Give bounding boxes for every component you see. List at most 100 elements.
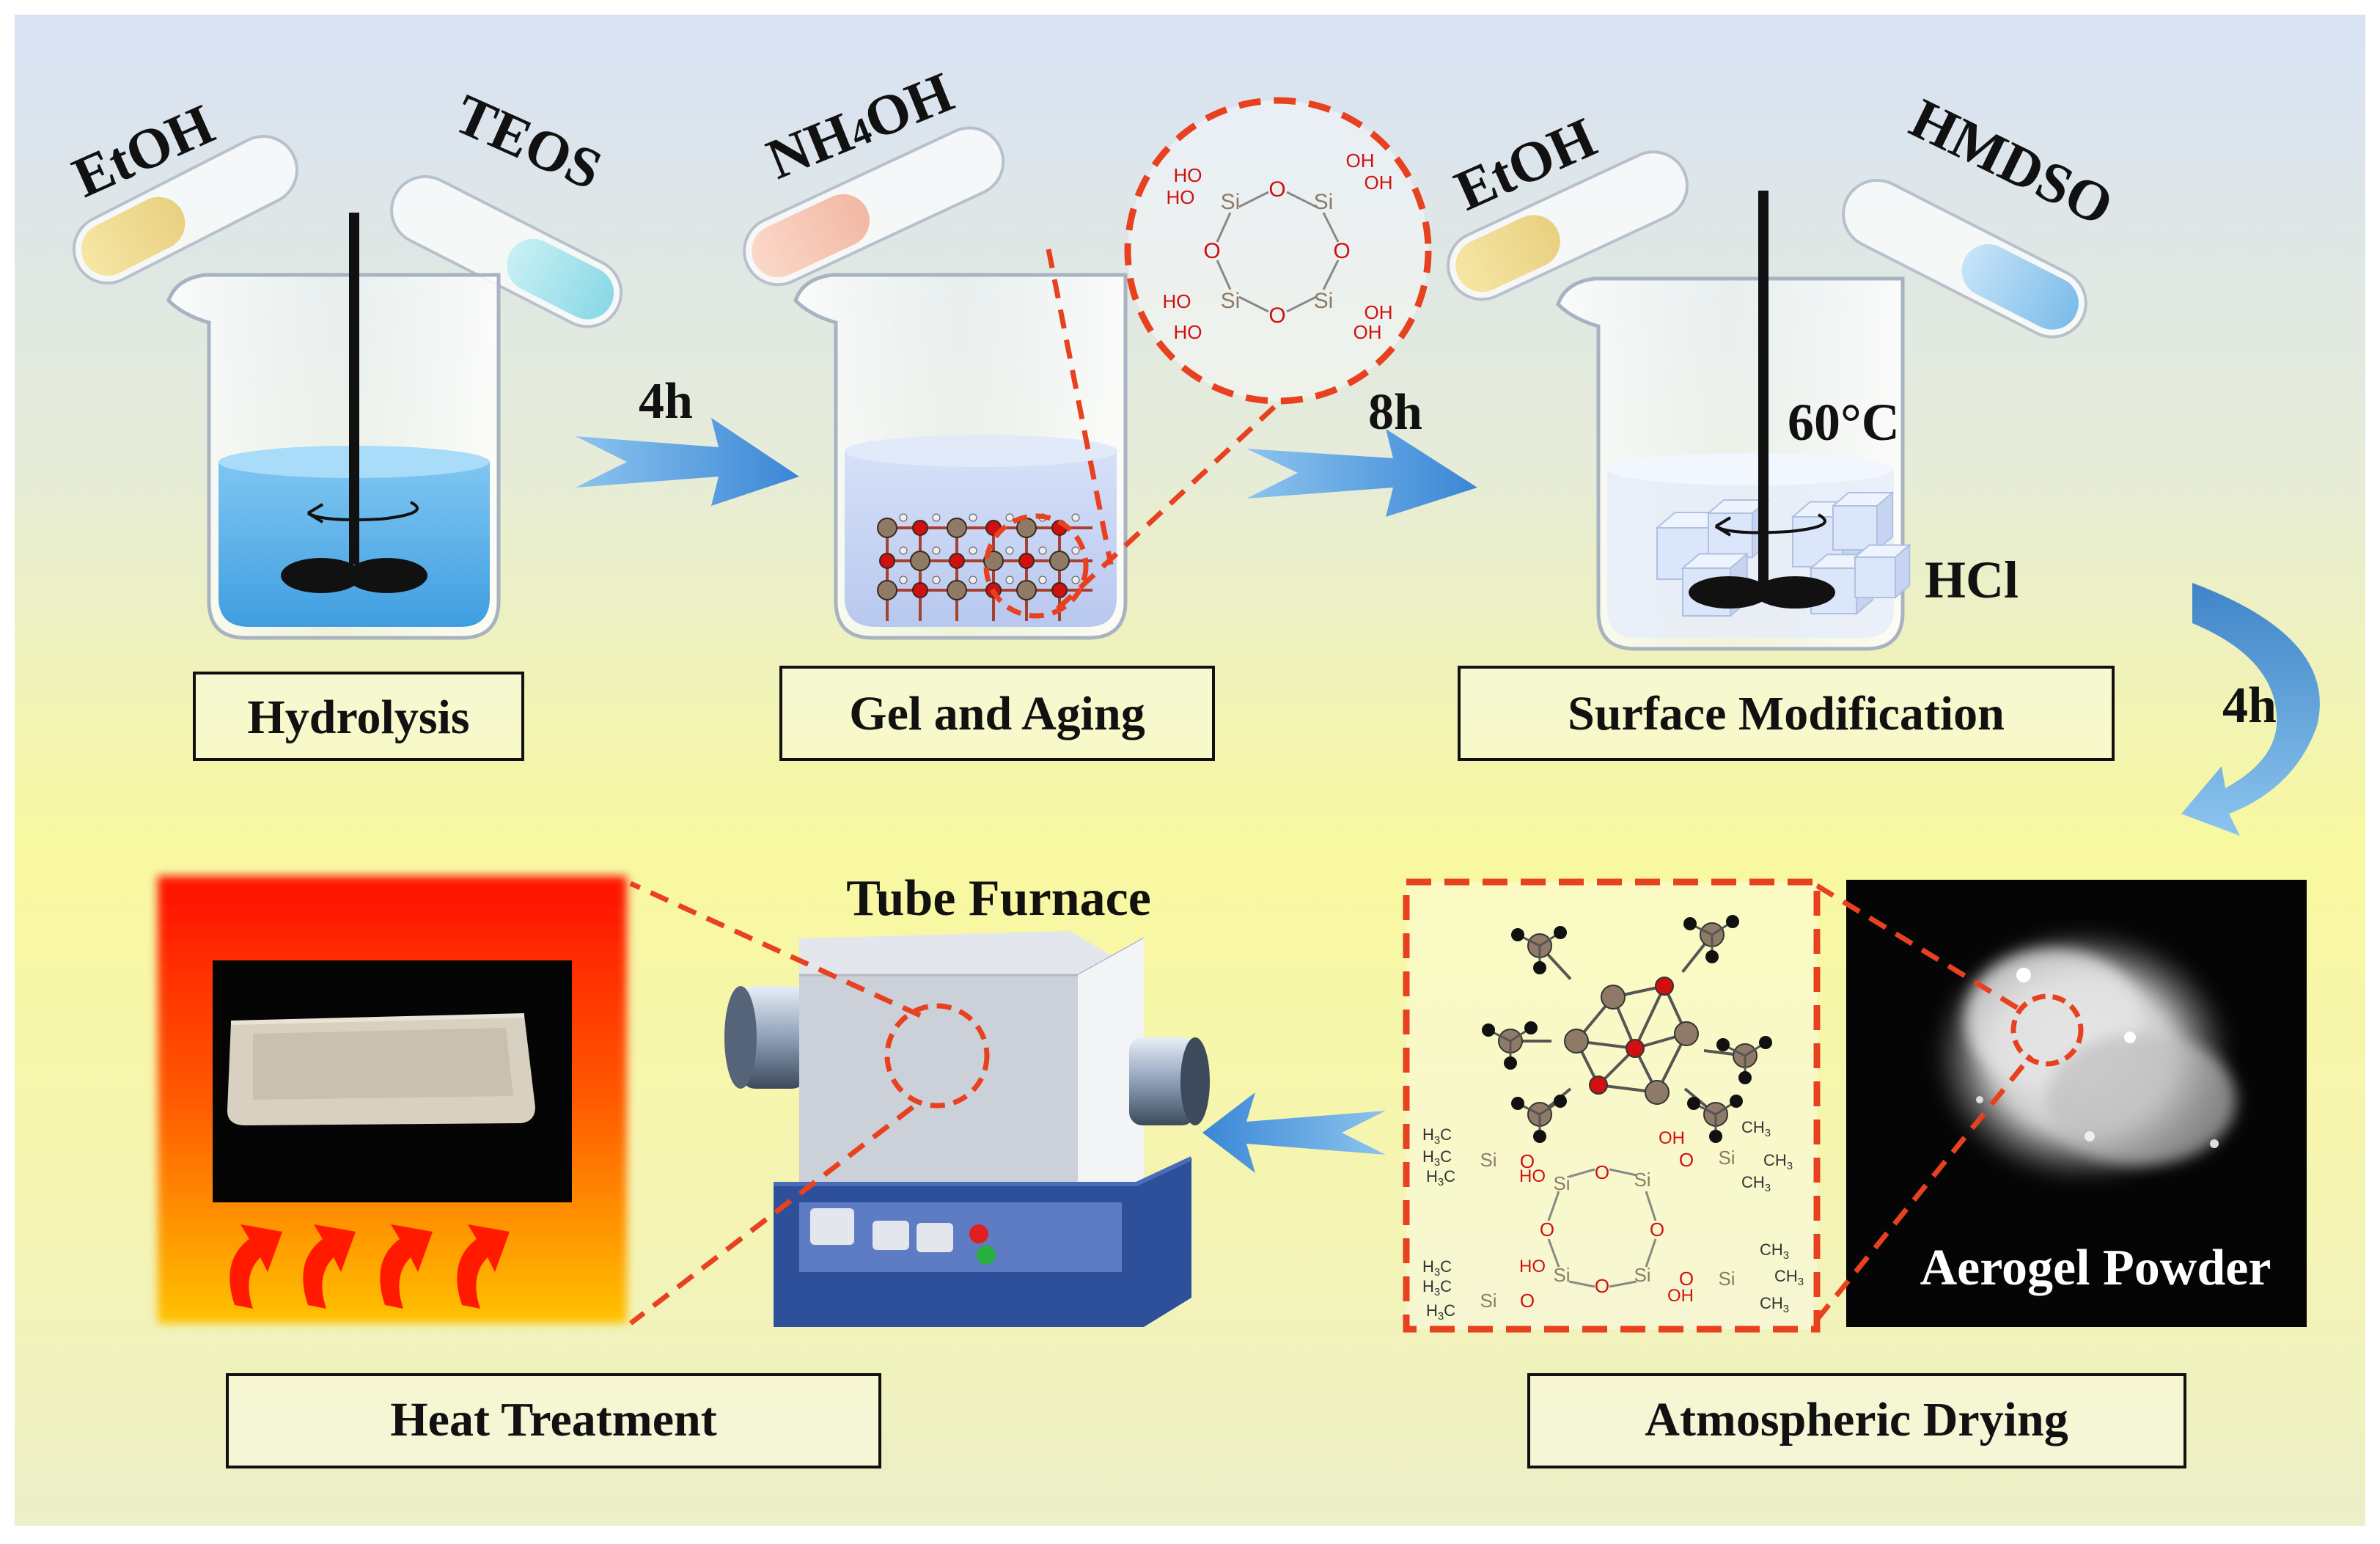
si-atom-label: Si xyxy=(1634,1264,1650,1286)
si-atom-label: Si xyxy=(1553,1172,1570,1194)
c-ball xyxy=(1726,915,1739,928)
surface-label: Surface Modification xyxy=(1568,687,2005,740)
o-atom-label: O xyxy=(1203,239,1220,263)
o-atom-label: O xyxy=(1268,177,1285,202)
network-atom xyxy=(877,580,897,600)
oh-label: OH xyxy=(1346,150,1375,172)
c-ball xyxy=(1687,1097,1700,1110)
hydrolysis-label: Hydrolysis xyxy=(247,691,469,744)
drying-zoom-line-top xyxy=(1815,883,2025,1014)
gel-label: Gel and Aging xyxy=(849,687,1145,740)
methyl-label: H3C xyxy=(1422,1277,1452,1298)
methyl-label: CH3 xyxy=(1774,1267,1804,1288)
ho-label: HO xyxy=(1519,1166,1546,1186)
modified-structure-box xyxy=(1403,878,1821,1333)
ceramic-crucible xyxy=(227,1013,535,1125)
c-ball xyxy=(1511,1097,1524,1110)
drying-label-box xyxy=(1527,1373,2186,1468)
methyl-label: CH3 xyxy=(1741,1173,1771,1194)
hydrolysis-label-box xyxy=(193,672,524,761)
etoh-test-tube-1 xyxy=(72,135,298,285)
ho-label: HO xyxy=(1174,321,1202,343)
atom-ball xyxy=(1589,1076,1608,1095)
network-atom xyxy=(1051,582,1068,598)
furnace-zoom-line-top xyxy=(629,881,922,1018)
c-ball xyxy=(1716,1038,1730,1051)
c-ball xyxy=(1683,917,1697,930)
methyl-label: H3C xyxy=(1426,1301,1455,1323)
o-atom-label: O xyxy=(1333,239,1350,263)
si-atom-label: Si xyxy=(1553,1264,1570,1286)
o-atom-label: O xyxy=(1650,1218,1664,1240)
c-ball xyxy=(1504,1056,1517,1070)
heat-label: Heat Treatment xyxy=(390,1393,716,1446)
oh-label: OH xyxy=(1365,172,1393,194)
oh-label: OH xyxy=(1365,301,1393,323)
heat-arrows xyxy=(229,1224,510,1309)
c-ball xyxy=(1554,1095,1567,1108)
c-ball xyxy=(1511,928,1524,941)
heat-arrow xyxy=(380,1224,433,1309)
etoh-test-tube-2 xyxy=(1447,150,1689,301)
atom-ball xyxy=(1564,1029,1589,1054)
heat-arrow xyxy=(229,1224,282,1309)
si-atom-label: Si xyxy=(1480,1290,1496,1312)
nh4oh-test-tube xyxy=(743,126,1005,287)
network-atom xyxy=(947,580,967,600)
drying-label: Atmospheric Drying xyxy=(1645,1393,2068,1446)
methyl-label: CH3 xyxy=(1760,1294,1789,1315)
arrow-drying-to-furnace xyxy=(1202,1092,1386,1173)
o-atom-label: O xyxy=(1595,1275,1609,1297)
zoom-line-top xyxy=(1046,249,1114,565)
hmdso-test-tube xyxy=(1842,178,2087,339)
powder-zoom-circle xyxy=(2010,993,2084,1067)
arrow-surface-to-drying xyxy=(2181,583,2320,836)
c-ball xyxy=(1482,1023,1495,1037)
duration-4h-second: 4h xyxy=(2222,677,2277,734)
network-atom xyxy=(879,553,895,569)
c-ball xyxy=(1533,1130,1546,1143)
heat-arrow xyxy=(303,1224,356,1309)
network-atom xyxy=(1018,553,1035,569)
atom-ball xyxy=(1674,1021,1699,1046)
network-atom xyxy=(1049,551,1070,571)
methyl-label: H3C xyxy=(1422,1257,1452,1279)
atom-ball xyxy=(1655,977,1674,996)
network-atom xyxy=(877,518,897,538)
methyl-label: H3C xyxy=(1422,1125,1452,1147)
network-atom xyxy=(910,551,930,571)
duration-4h-first: 4h xyxy=(639,373,693,430)
c-ball xyxy=(1759,1036,1772,1049)
network-atom xyxy=(947,518,967,538)
si-atom-label: Si xyxy=(1718,1147,1735,1169)
network-zoom-circle xyxy=(983,513,1089,619)
ho-label: HO xyxy=(1174,164,1202,186)
network-atom xyxy=(1016,580,1037,600)
heat-arrow xyxy=(457,1224,510,1309)
si-atom-label: Si xyxy=(1718,1268,1735,1290)
hydrolysis-beaker xyxy=(166,213,501,640)
zoom-line-bottom xyxy=(1048,405,1277,618)
o-atom-label: O xyxy=(1520,1290,1535,1312)
network-atom xyxy=(912,582,928,598)
atom-ball xyxy=(1626,1039,1645,1058)
si-atom-label: Si xyxy=(1314,289,1334,313)
ho-label: HO xyxy=(1519,1257,1546,1276)
methyl-label: CH3 xyxy=(1760,1240,1789,1262)
network-atom xyxy=(912,520,928,536)
c-ball xyxy=(1554,926,1567,939)
arrow-hydrolysis-to-gel xyxy=(576,418,799,506)
o-atom-label: O xyxy=(1540,1218,1554,1240)
o-atom-label: O xyxy=(1520,1150,1535,1172)
c-ball xyxy=(1705,950,1719,963)
o-atom-label: O xyxy=(1268,304,1285,328)
surface-catalyst-hcl: HCl xyxy=(1925,551,2019,609)
o-atom-label: O xyxy=(1595,1161,1609,1183)
methyl-label: H3C xyxy=(1422,1147,1452,1169)
si-atom-label: Si xyxy=(1314,190,1334,214)
